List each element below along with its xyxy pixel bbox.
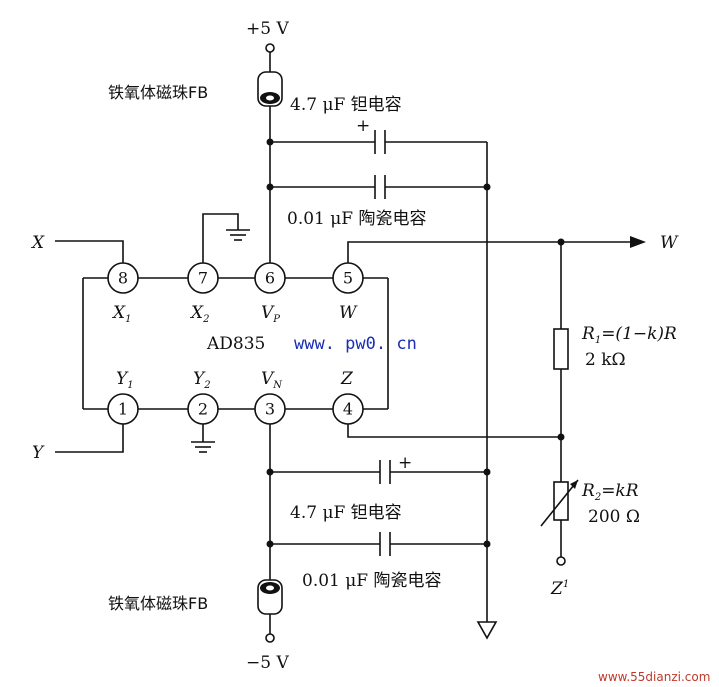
ceramic-cap-bottom-label: 0.01 μF 陶瓷电容 <box>302 571 442 591</box>
ground-rail <box>476 142 498 640</box>
ceramic-capacitor-top <box>270 175 487 199</box>
pin-3: 3 <box>254 393 286 425</box>
svg-text:7: 7 <box>198 269 208 288</box>
y-input-label: Y <box>32 443 45 463</box>
negative-supply-label: −5 V <box>246 653 289 673</box>
pin-label-x1: X1 <box>111 303 131 325</box>
pin-6: 6 <box>254 262 286 294</box>
pin-label-w: W <box>339 303 358 323</box>
tantalum-capacitor-bottom: + <box>270 453 487 484</box>
svg-text:4: 4 <box>343 400 353 419</box>
tantalum-cap-top-label: 4.7 μF 钽电容 <box>290 95 402 115</box>
resistor-r1: R1=(1−k)R 2 kΩ <box>553 242 677 482</box>
watermark: www. pw0. cn <box>294 334 417 354</box>
tantalum-bottom-plus: + <box>398 453 412 473</box>
pin-label-vp: VP <box>261 303 280 325</box>
ferrite-bead-bottom: 铁氧体磁珠FB <box>108 579 283 615</box>
negative-supply-terminal <box>265 633 275 643</box>
pin-2: 2 <box>187 393 219 425</box>
ferrite-bead-top: 铁氧体磁珠FB <box>108 71 283 107</box>
resistor-r2: R2=kR 200 Ω <box>540 479 640 566</box>
svg-text:6: 6 <box>265 269 275 288</box>
ceramic-capacitor-bottom <box>270 532 487 556</box>
pin-8: 8 <box>107 262 139 294</box>
pin-7: 7 <box>187 262 219 294</box>
ferrite-bead-top-label: 铁氧体磁珠FB <box>108 83 208 102</box>
ferrite-bead-bottom-label: 铁氧体磁珠FB <box>108 594 208 613</box>
tantalum-top-plus: + <box>356 116 370 136</box>
y-input: Y <box>32 424 124 463</box>
pin2-ground <box>191 424 215 453</box>
ground-triangle-icon <box>476 621 498 640</box>
pin-4: 4 <box>332 393 364 425</box>
w-output-label: W <box>660 233 679 253</box>
z-terminal-label: Z1 <box>550 579 569 599</box>
svg-text:2: 2 <box>198 400 208 419</box>
svg-text:5: 5 <box>343 269 353 288</box>
pin-5: 5 <box>332 262 364 294</box>
pin7-ground <box>202 213 250 263</box>
positive-supply-terminal <box>265 43 275 53</box>
source-mark: www.55dianzi.com <box>598 670 710 684</box>
r1-label: R1=(1−k)R <box>581 324 677 346</box>
w-output: W <box>347 233 679 263</box>
chip-name: AD835 <box>206 334 265 354</box>
pin-1: 1 <box>107 393 139 425</box>
pin-label-y1: Y1 <box>116 369 134 391</box>
svg-text:3: 3 <box>265 400 275 419</box>
positive-supply-label: +5 V <box>246 19 289 39</box>
pin-label-z: Z <box>340 369 354 389</box>
svg-text:1: 1 <box>118 400 128 419</box>
pin-label-x2: X2 <box>189 303 209 325</box>
svg-text:8: 8 <box>118 269 128 288</box>
ceramic-cap-top-label: 0.01 μF 陶瓷电容 <box>287 209 427 229</box>
positive-supply: +5 V <box>246 19 289 72</box>
pin-label-y2: Y2 <box>193 369 211 391</box>
ad835-chip: AD835 <box>82 277 389 410</box>
pin-label-vn: VN <box>261 369 283 391</box>
x-input: X <box>30 233 124 263</box>
r2-value: 200 Ω <box>588 507 640 527</box>
negative-supply: −5 V <box>246 614 289 673</box>
tantalum-cap-bottom-label: 4.7 μF 钽电容 <box>290 503 402 523</box>
r1-value: 2 kΩ <box>585 350 626 370</box>
tantalum-capacitor-top: + <box>270 116 487 154</box>
x-input-label: X <box>30 233 45 253</box>
r2-label: R2=kR <box>581 481 639 503</box>
